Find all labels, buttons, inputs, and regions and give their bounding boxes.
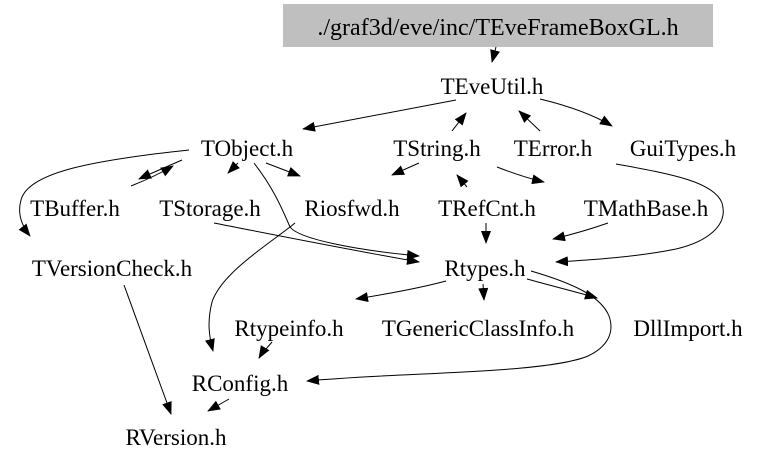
node-teveframeboxgl-box[interactable]	[283, 4, 713, 47]
node-tstorage[interactable]: TStorage.h	[159, 196, 261, 221]
edge-teveframeboxgl-to-teveutil	[490, 46, 500, 63]
node-tstring[interactable]: TString.h	[393, 136, 481, 161]
node-terror[interactable]: TError.h	[514, 136, 593, 161]
edge-tstorage-to-rtypes	[213, 222, 420, 265]
edge-riosfwd-to-rconfig	[205, 222, 296, 352]
node-rtypeinfo[interactable]: Rtypeinfo.h	[234, 316, 344, 341]
edge-guitypes-to-rtypes	[555, 163, 724, 267]
edge-tbuffer-to-tobject	[130, 165, 174, 187]
edge-tobject-to-tstorage	[227, 160, 241, 174]
edge-teveutil-to-tobject	[302, 99, 457, 132]
edge-rconfig-to-rversion	[207, 398, 230, 412]
edge-tobject-to-rtypes	[253, 162, 420, 260]
edge-tmathbase-to-rtypes	[552, 222, 609, 242]
node-trefcnt[interactable]: TRefCnt.h	[438, 196, 536, 221]
node-tmathbase[interactable]: TMathBase.h	[584, 196, 709, 221]
node-rconfig[interactable]: RConfig.h	[192, 371, 289, 396]
node-tgenericclassinfo[interactable]: TGenericClassInfo.h	[382, 316, 575, 341]
node-rtypes[interactable]: Rtypes.h	[444, 256, 526, 281]
node-tobject[interactable]: TObject.h	[201, 136, 294, 161]
edge-tversioncheck-to-rversion	[123, 284, 172, 415]
edge-rtypes-to-tgenericclassinfo	[478, 283, 489, 301]
node-teveutil[interactable]: TEveUtil.h	[441, 74, 544, 99]
edge-tobject-to-riosfwd	[265, 162, 301, 177]
node-riosfwd[interactable]: Riosfwd.h	[304, 196, 400, 221]
edge-trefcnt-to-tstring	[456, 174, 469, 188]
edge-rtypes-to-rconfig	[306, 270, 612, 385]
node-dllimport[interactable]: DllImport.h	[633, 316, 743, 341]
edge-tobject-to-tversioncheck	[18, 149, 190, 237]
edge-rtypeinfo-to-rconfig	[258, 341, 273, 359]
node-guitypes[interactable]: GuiTypes.h	[630, 136, 737, 161]
edge-tstring-to-teveutil	[451, 112, 467, 132]
node-rversion[interactable]: RVersion.h	[125, 425, 227, 450]
edge-rtypes-to-rtypeinfo	[355, 280, 447, 303]
edge-teveutil-to-guitypes	[539, 98, 613, 127]
node-teveframeboxgl-label[interactable]: ./graf3d/eve/inc/TEveFrameBoxGL.h	[317, 15, 678, 41]
edge-terror-to-teveutil	[518, 110, 541, 132]
edge-tstring-to-riosfwd	[391, 162, 420, 176]
edge-tobject-to-tbuffer	[138, 159, 183, 180]
node-tbuffer[interactable]: TBuffer.h	[30, 196, 120, 221]
edge-tstring-to-tmathbase	[496, 166, 545, 185]
node-tversioncheck[interactable]: TVersionCheck.h	[32, 256, 193, 281]
